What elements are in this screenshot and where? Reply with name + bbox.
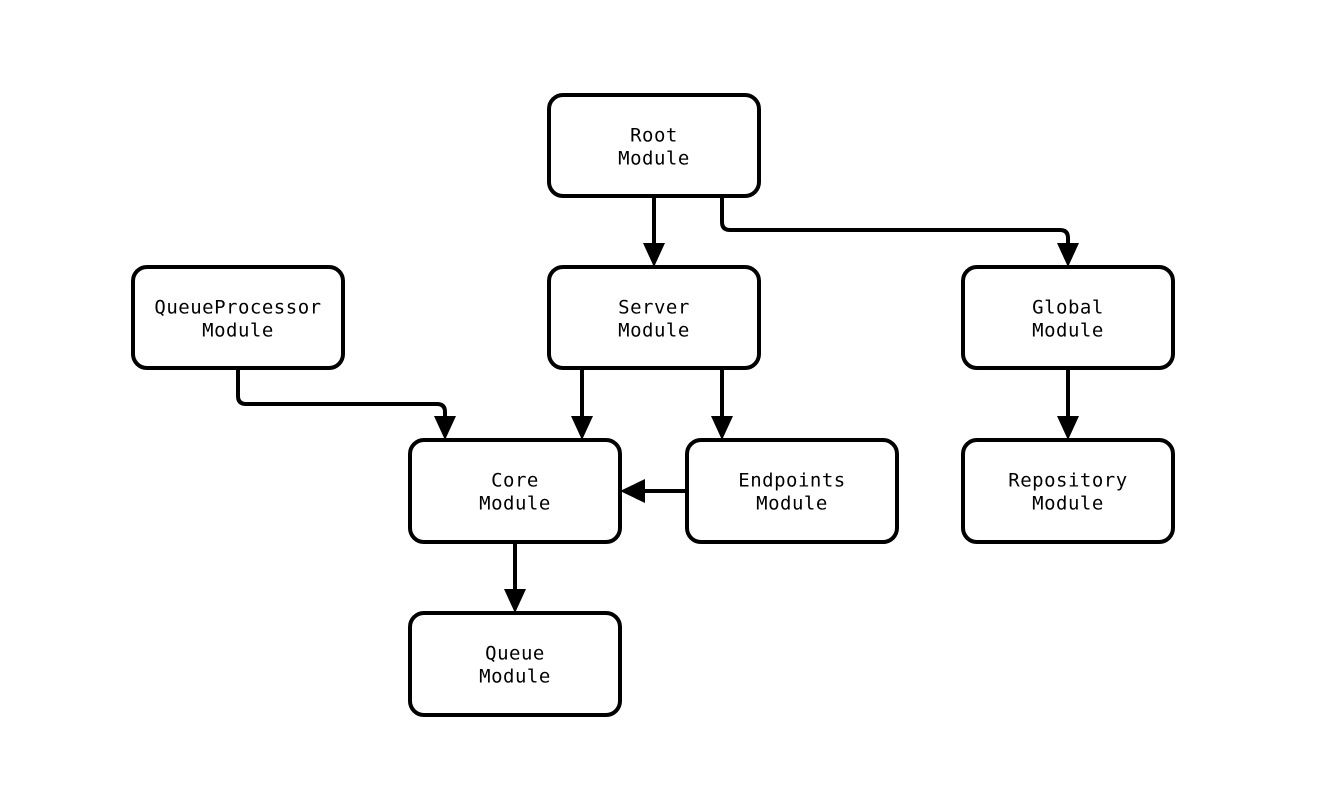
- edge-root-to-global-arrowhead: [1057, 243, 1079, 267]
- endpoints-module-box[interactable]: [685, 438, 899, 544]
- queueprocessor-module-node[interactable]: QueueProcessor Module: [131, 265, 345, 370]
- core-module-label-line1: Core: [491, 470, 539, 492]
- endpoints-module-node[interactable]: Endpoints Module: [685, 438, 899, 544]
- edge-server-to-core: [571, 368, 593, 440]
- queue-module-label-line1: Queue: [485, 643, 545, 665]
- global-module-label-line1: Global: [1032, 297, 1104, 319]
- server-module-label-line2: Module: [618, 320, 690, 342]
- edge-queueprocessor-to-core-arrowhead: [434, 416, 456, 440]
- repository-module-label-line2: Module: [1032, 493, 1104, 515]
- edge-endpoints-to-core-arrowhead: [620, 479, 645, 503]
- repository-module-label-line1: Repository: [1008, 470, 1127, 492]
- edge-core-to-queue-arrowhead: [504, 589, 526, 613]
- core-module-box[interactable]: [408, 438, 622, 544]
- edge-global-to-repository: [1057, 368, 1079, 440]
- edge-global-to-repository-arrowhead: [1057, 416, 1079, 440]
- repository-module-node[interactable]: Repository Module: [961, 438, 1175, 544]
- queueprocessor-module-label-line1: QueueProcessor: [154, 297, 321, 319]
- edge-root-to-server: [643, 196, 665, 267]
- endpoints-module-label-line1: Endpoints: [738, 470, 845, 492]
- edge-root-to-global: [720, 196, 1079, 267]
- repository-module-box[interactable]: [961, 438, 1175, 544]
- edge-server-to-core-arrowhead: [571, 416, 593, 440]
- edge-root-to-server-arrowhead: [643, 243, 665, 267]
- server-module-node[interactable]: Server Module: [547, 265, 761, 370]
- global-module-label-line2: Module: [1032, 320, 1104, 342]
- core-module-node[interactable]: Core Module: [408, 438, 622, 544]
- edge-root-to-global-line: [720, 196, 1070, 248]
- server-module-label-line1: Server: [618, 297, 690, 319]
- edge-server-to-endpoints-arrowhead: [711, 416, 733, 440]
- queue-module-box[interactable]: [408, 611, 622, 717]
- edge-queueprocessor-to-core-line: [236, 368, 447, 421]
- server-module-box[interactable]: [547, 265, 761, 370]
- edge-queueprocessor-to-core: [236, 368, 456, 440]
- queue-module-label-line2: Module: [479, 666, 551, 688]
- edge-server-to-endpoints: [711, 368, 733, 440]
- root-module-label-line2: Module: [618, 148, 690, 170]
- queueprocessor-module-box[interactable]: [131, 265, 345, 370]
- edge-endpoints-to-core: [620, 479, 687, 503]
- global-module-box[interactable]: [961, 265, 1175, 370]
- queueprocessor-module-label-line2: Module: [202, 320, 274, 342]
- root-module-node[interactable]: Root Module: [547, 93, 761, 198]
- queue-module-node[interactable]: Queue Module: [408, 611, 622, 717]
- edge-core-to-queue: [504, 542, 526, 613]
- root-module-box[interactable]: [547, 93, 761, 198]
- core-module-label-line2: Module: [479, 493, 551, 515]
- root-module-label-line1: Root: [630, 125, 678, 147]
- endpoints-module-label-line2: Module: [756, 493, 828, 515]
- global-module-node[interactable]: Global Module: [961, 265, 1175, 370]
